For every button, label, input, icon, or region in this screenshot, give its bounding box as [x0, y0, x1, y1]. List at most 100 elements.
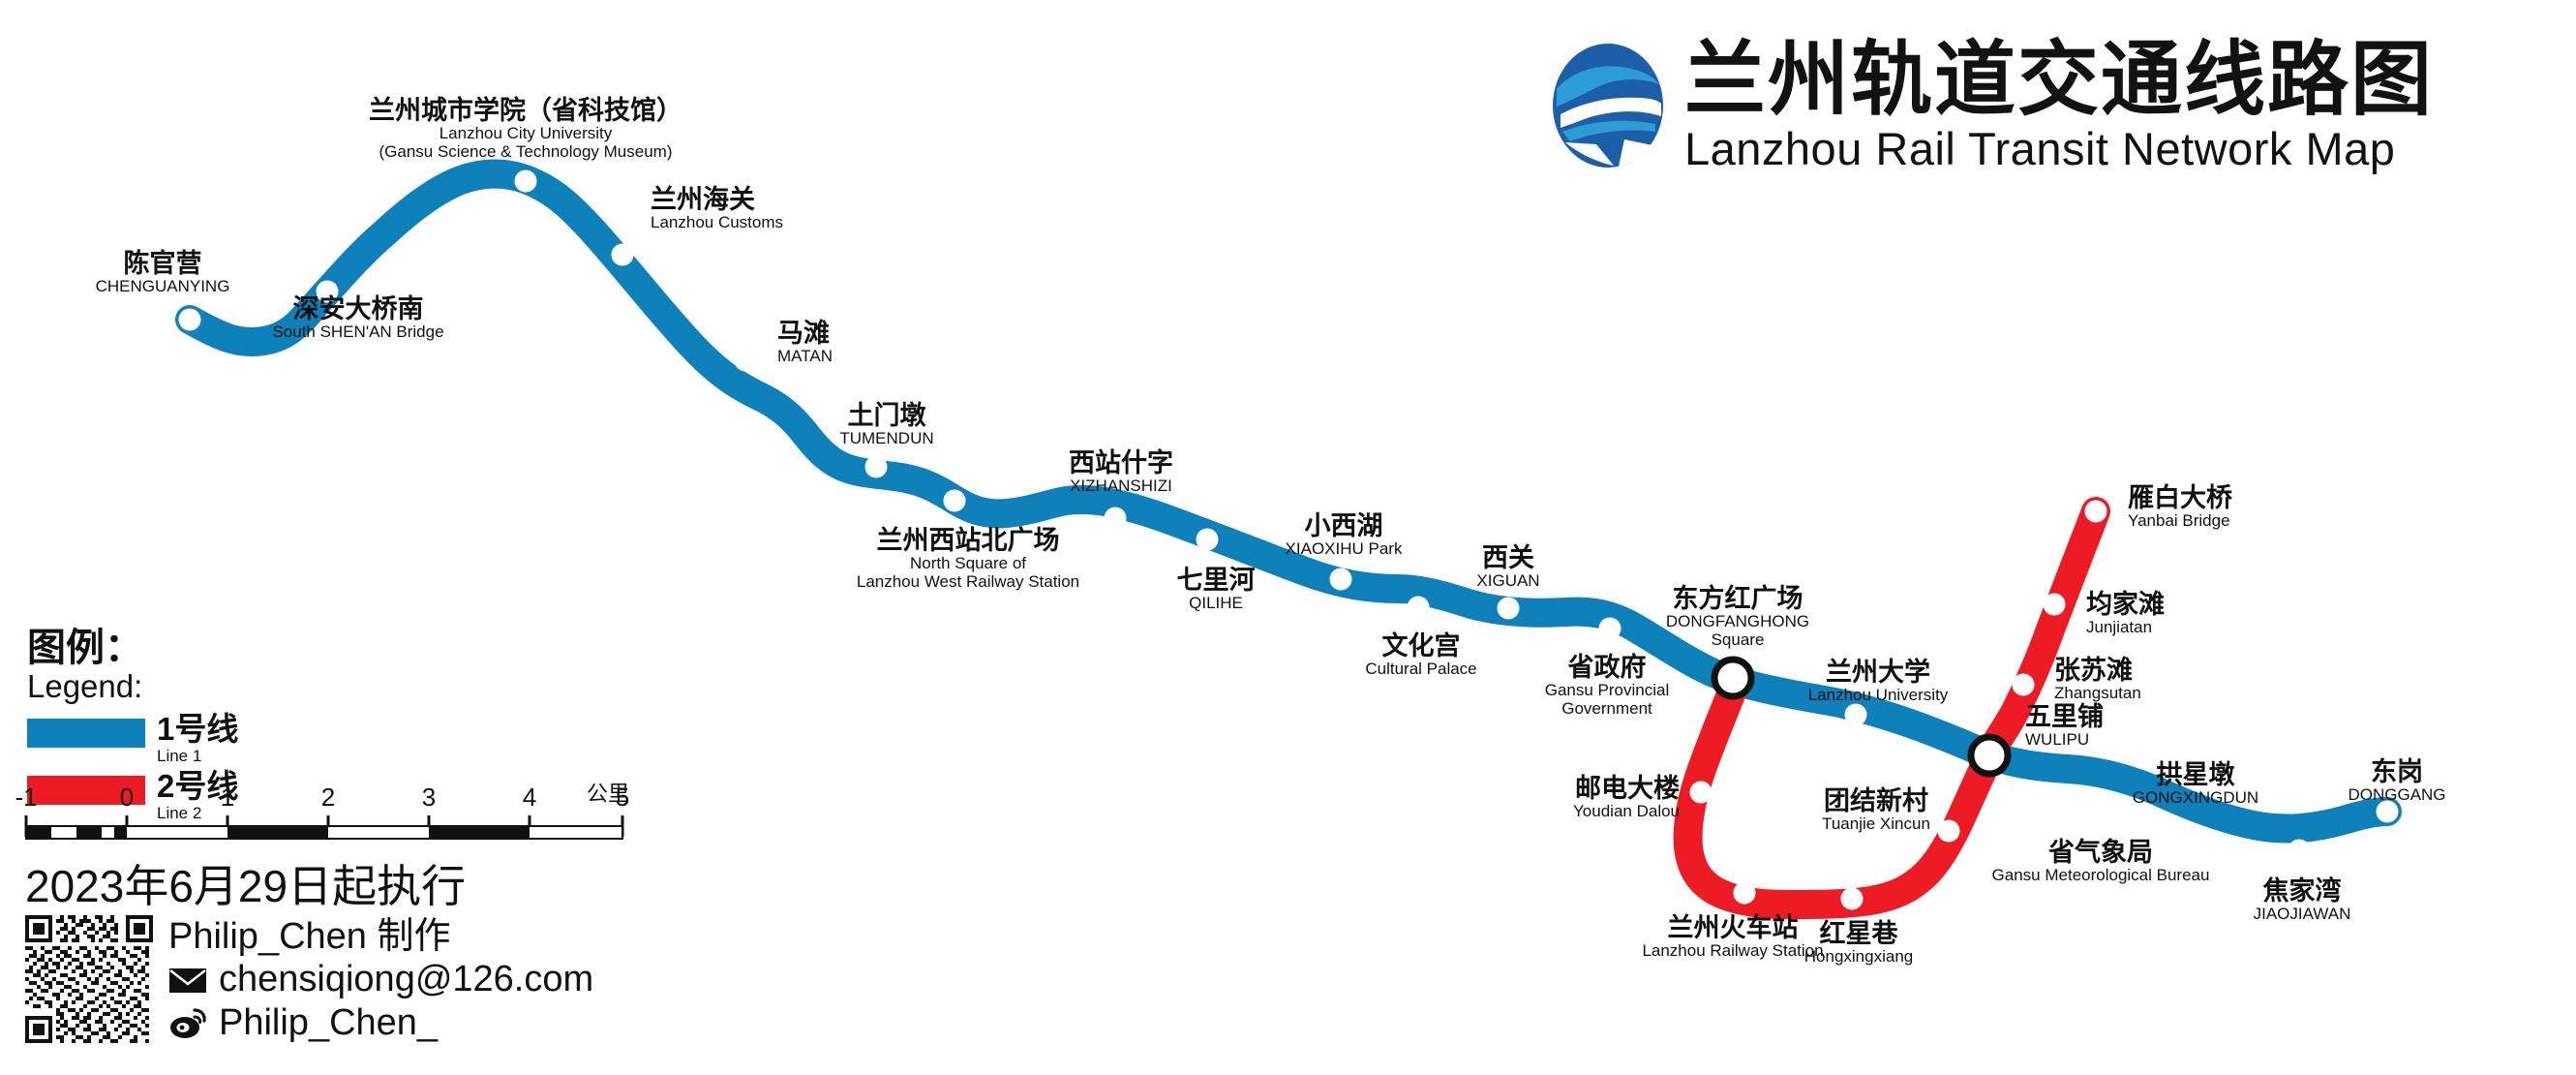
station-name-en: XIGUAN: [1476, 571, 1540, 591]
station-name-cn: 马滩: [777, 319, 830, 348]
station-marker-lanzhou-university[interactable]: [1844, 703, 1867, 726]
legend-item-line2: 2号线 Line 2: [27, 770, 647, 821]
station-name-en: Lanzhou University: [1807, 686, 1949, 705]
author-line: Philip_Chen 制作: [168, 915, 593, 959]
station-name-en: Lanzhou City University: [439, 124, 613, 143]
station-name-en: JIAOJIAWAN: [2253, 905, 2351, 924]
station-marker-zhangsutan[interactable]: [2012, 673, 2035, 696]
station-name-en: XIAOXIHU Park: [1285, 539, 1403, 559]
station-name-en: XIZHANSHIZI: [1070, 476, 1172, 496]
station-name-en: DONGFANGHONG: [1665, 612, 1810, 631]
station-name-en: GONGXINGDUN: [2132, 788, 2259, 808]
station-marker-xizhanshizi[interactable]: [1104, 507, 1127, 530]
effective-date: 2023年6月29日起执行: [25, 861, 467, 911]
station-marker-chenguanying[interactable]: [178, 308, 201, 331]
station-name-en: South SHEN'AN Bridge: [272, 322, 444, 342]
legend-line1-cn: 1号线: [157, 710, 239, 747]
station-dot: [2043, 593, 2066, 616]
map-title-block: 兰州轨道交通线路图 Lanzhou Rail Transit Network M…: [1549, 39, 2434, 171]
station-name-en: CHENGUANYING: [95, 277, 230, 296]
station-marker-wulipu[interactable]: [1967, 733, 2012, 778]
station-marker-tuanjie-xincun[interactable]: [1937, 819, 1960, 843]
station-dot: [1937, 819, 1960, 843]
scale-tick-3: 2: [320, 783, 336, 812]
station-marker-donggang[interactable]: [2376, 800, 2399, 823]
station-marker-xiguan[interactable]: [1497, 597, 1520, 620]
station-marker-xiaoxihu-park[interactable]: [1329, 568, 1352, 591]
legend-line2-cn: 2号线: [157, 767, 239, 804]
station-name-en: Cultural Palace: [1365, 660, 1477, 679]
station-marker-qilihe[interactable]: [1196, 528, 1219, 551]
station-marker-gansu-meteorological-bureau[interactable]: [2077, 799, 2101, 822]
station-name-cn: 拱星墩: [2156, 760, 2235, 789]
station-name-cn: 红星巷: [1819, 919, 1898, 948]
station-dot: [734, 349, 757, 372]
station-marker-cultural-palace[interactable]: [1407, 596, 1430, 619]
email-address: chensiqiong@126.com: [219, 959, 594, 1000]
station-name-cn: 东岗: [2371, 757, 2423, 786]
station-dot: [1689, 781, 1712, 804]
station-name-cn: 省政府: [1567, 653, 1647, 682]
credits: 2023年6月29日起执行: [25, 862, 593, 1045]
station-marker-junjiatan[interactable]: [2043, 593, 2066, 616]
station-dot: [943, 489, 966, 512]
station-dot: [1598, 617, 1621, 640]
station-name-en2: (Gansu Science & Technology Museum): [379, 141, 673, 161]
station-name-en: QILIHE: [1189, 594, 1243, 613]
station-marker-jiaojiawan[interactable]: [2288, 839, 2311, 862]
station-name-en2: Square: [1711, 630, 1765, 649]
station-marker-south-shenan-bridge[interactable]: [316, 280, 339, 303]
page-title-en: Lanzhou Rail Transit Network Map: [1684, 123, 2396, 174]
station-marker-lanzhou-railway-station[interactable]: [1733, 881, 1756, 905]
station-name-cn: 均家滩: [2086, 590, 2165, 619]
station-marker-yanbai-bridge[interactable]: [2084, 500, 2107, 523]
station-dot: [2077, 799, 2101, 822]
station-marker-north-square-lanzhou-west[interactable]: [943, 489, 966, 512]
scale-tick-5: 4: [522, 783, 537, 812]
station-marker-lanzhou-city-university[interactable]: [514, 169, 537, 193]
station-marker-tumendun[interactable]: [864, 455, 888, 478]
station-name-en: Gansu Provincial: [1544, 681, 1670, 700]
page-title-cn: 兰州轨道交通线路图: [1684, 34, 2435, 125]
station-dot: [864, 455, 888, 478]
station-marker-lanzhou-customs[interactable]: [611, 243, 634, 266]
station-name-en: Gansu Meteorological Bureau: [1991, 866, 2210, 885]
station-name-en: MATAN: [777, 347, 833, 366]
station-marker-gansu-provincial-government[interactable]: [1598, 617, 1621, 640]
station-marker-hongxingxiang[interactable]: [1840, 887, 1864, 910]
station-dot: [1407, 596, 1430, 619]
station-dot: [2288, 839, 2311, 862]
station-name-cn: 雁白大桥: [2128, 483, 2232, 512]
station-dot: [316, 280, 339, 303]
station-dot: [2179, 838, 2202, 861]
station-marker-youdian-dalou[interactable]: [1689, 781, 1712, 804]
station-marker-dongfanghong-square[interactable]: [1711, 656, 1755, 700]
station-dot: [514, 169, 537, 193]
scale-tick-6: 5: [615, 783, 630, 812]
station-marker-gongxingdun[interactable]: [2179, 838, 2202, 861]
envelope-icon: [169, 968, 206, 993]
weibo-icon: [170, 1008, 206, 1038]
station-marker-matan[interactable]: [734, 349, 757, 372]
station-name-cn: 土门墩: [847, 401, 926, 430]
scale-tick-0: -1: [15, 783, 38, 812]
lanzhou-metro-logo-icon: [1553, 43, 1663, 168]
